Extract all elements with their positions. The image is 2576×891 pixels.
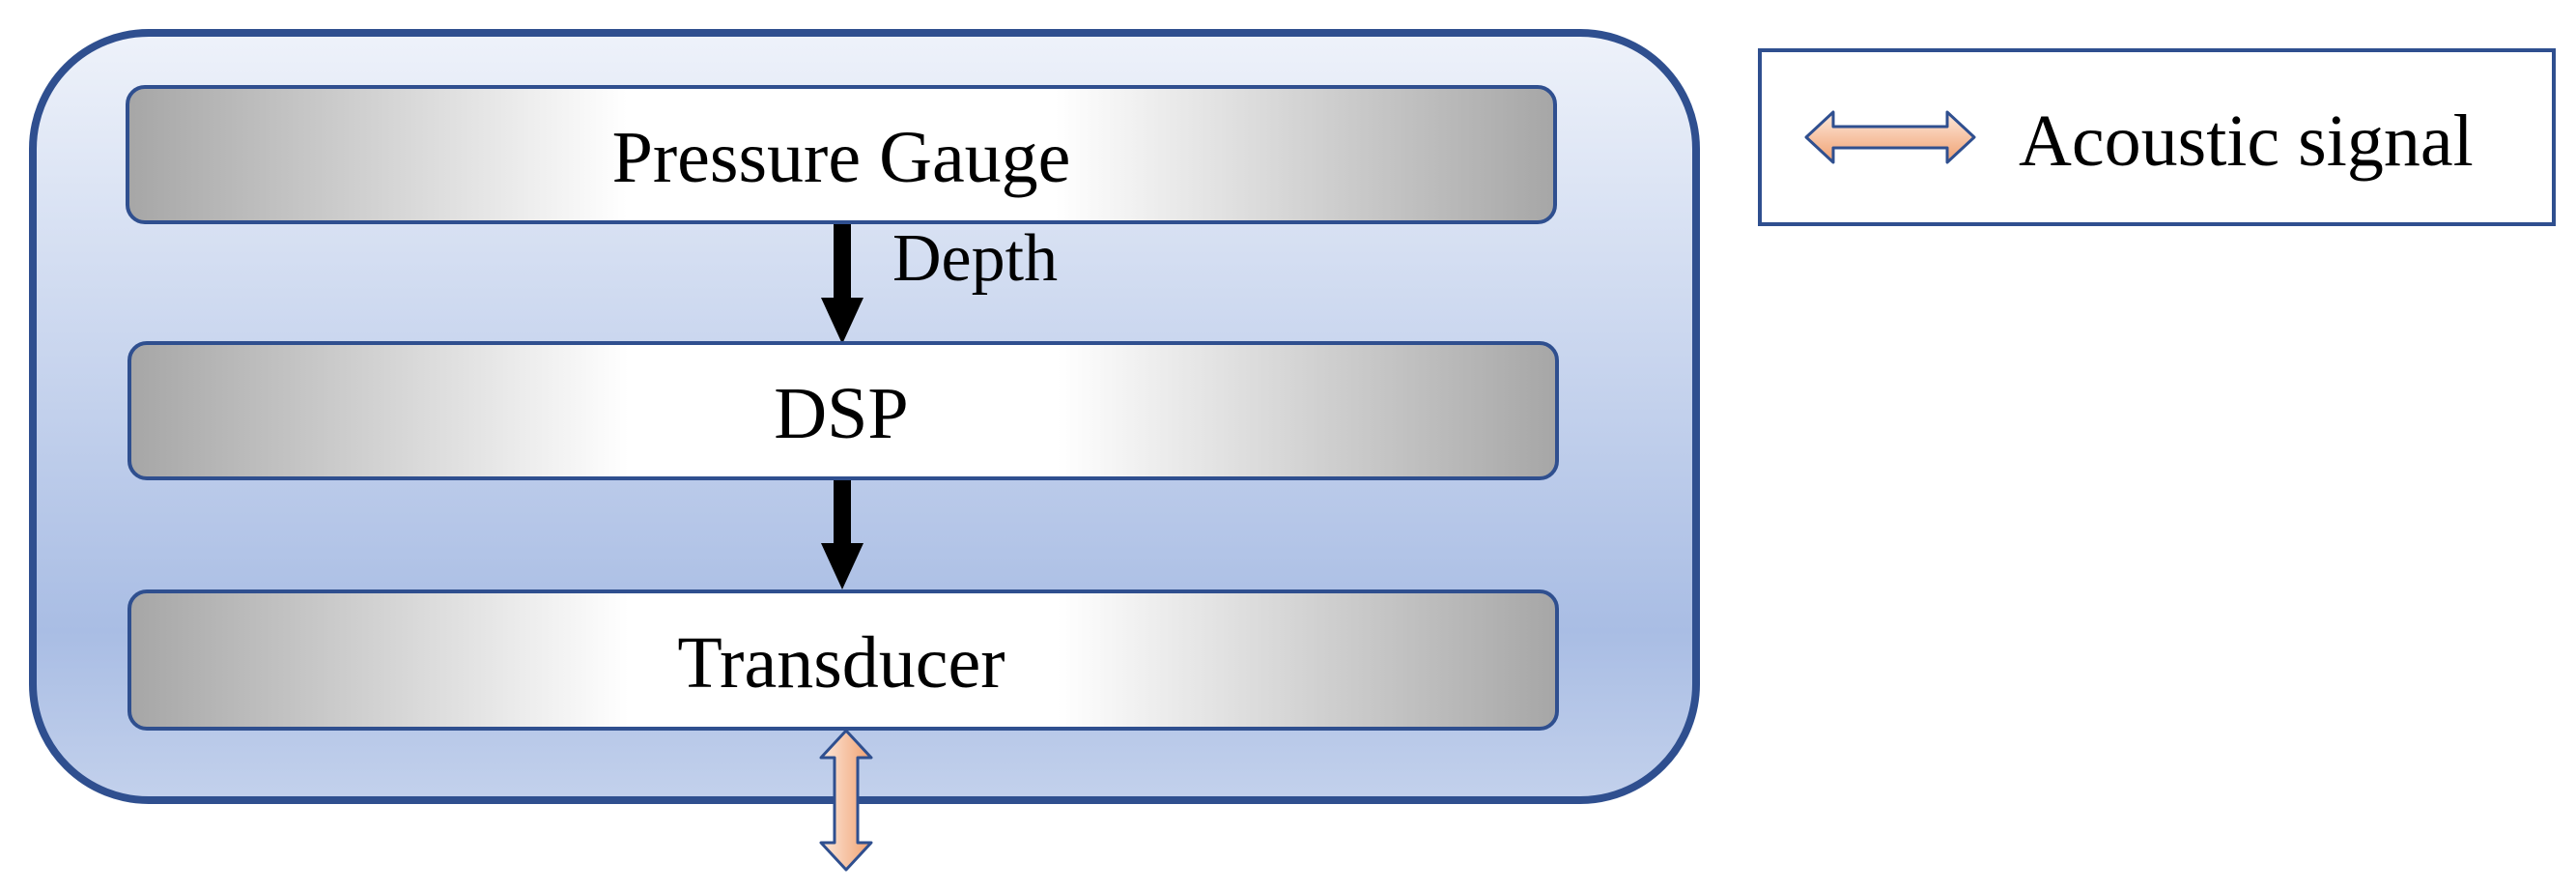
block-transducer-box (127, 589, 1559, 731)
legend-label-acoustic-signal: Acoustic signal (2019, 101, 2474, 182)
block-pressure-gauge: Pressure Gauge (126, 85, 1557, 224)
arrow-gauge-to-dsp-head (821, 298, 863, 344)
arrow-gauge-to-dsp (821, 224, 863, 344)
block-dsp: DSP (127, 341, 1559, 480)
block-pressure-gauge-label: Pressure Gauge (612, 117, 1071, 198)
arrow-gauge-to-dsp-shaft (834, 224, 851, 302)
edge-label-depth: Depth (892, 221, 1058, 296)
block-dsp-box (127, 341, 1559, 480)
arrow-dsp-to-transducer-head (821, 543, 863, 589)
block-transducer: Transducer (127, 589, 1559, 731)
legend-box (1758, 48, 2556, 226)
block-pressure-gauge-box (126, 85, 1557, 224)
arrow-dsp-to-transducer-shaft (834, 480, 851, 546)
acoustic-signal-arrow-vertical (819, 729, 873, 872)
acoustic-signal-legend-icon (1804, 110, 1976, 164)
block-dsp-label: DSP (774, 373, 908, 454)
legend: Acoustic signal (1758, 48, 2556, 226)
block-transducer-label: Transducer (677, 622, 1005, 704)
arrow-dsp-to-transducer (821, 480, 863, 589)
